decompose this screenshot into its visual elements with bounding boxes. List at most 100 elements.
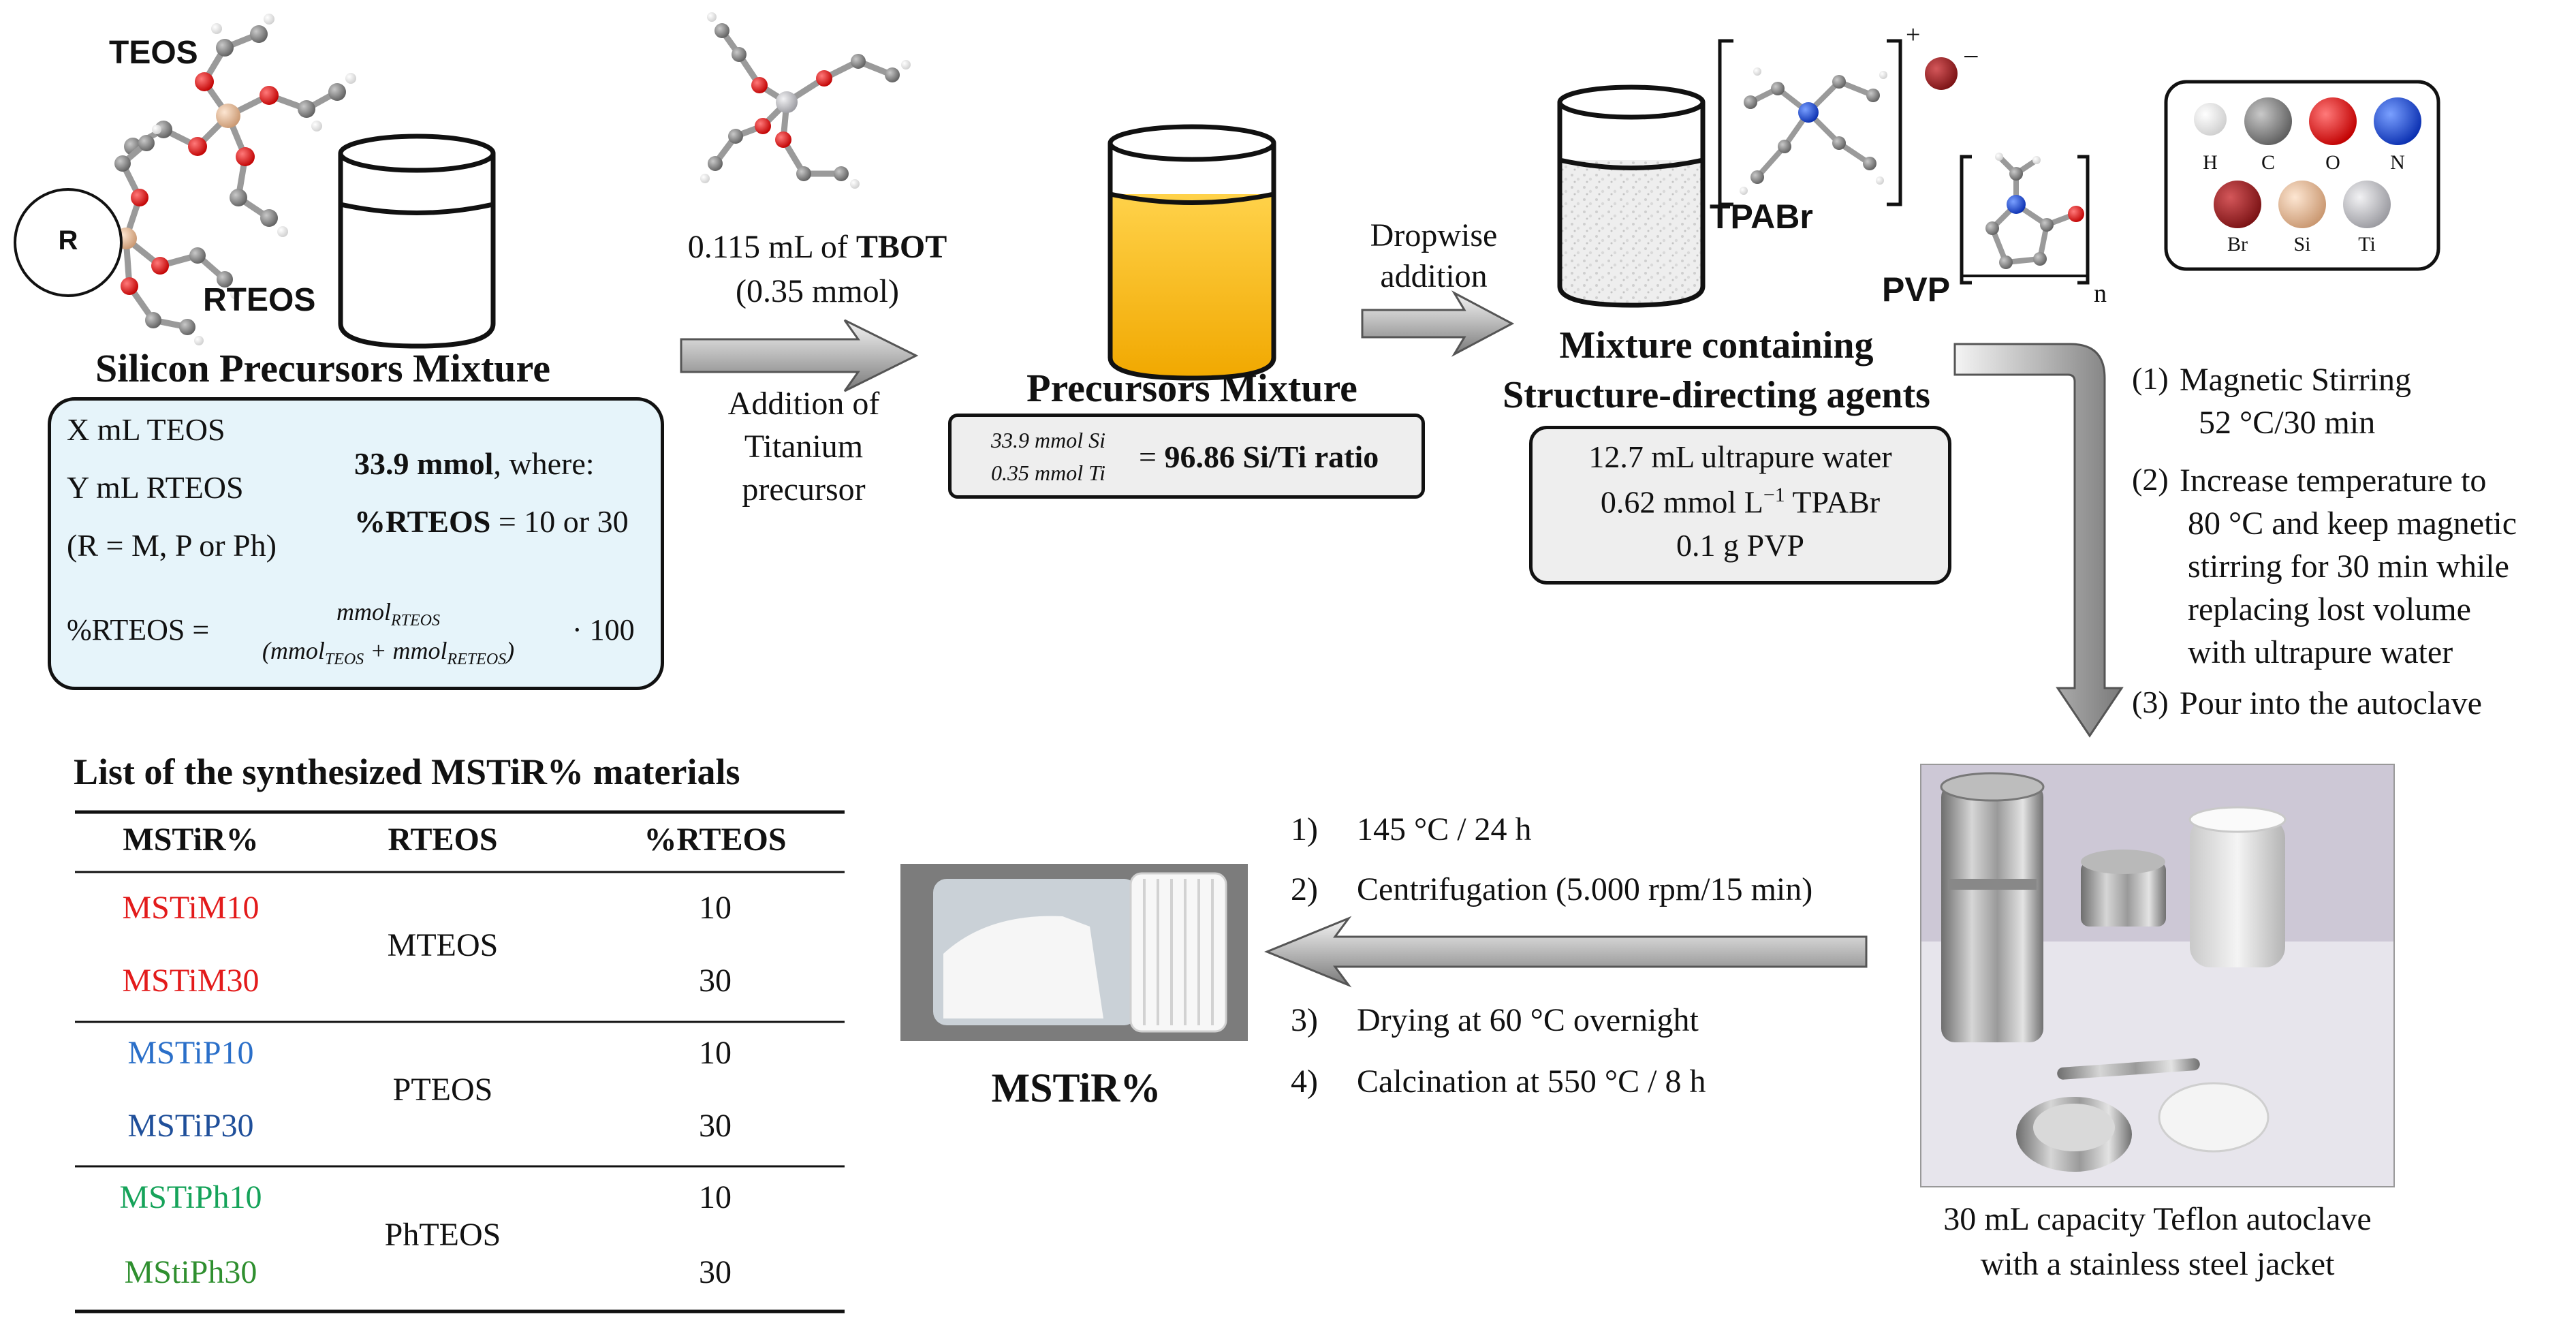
pvp-molecule-icon <box>1960 153 2090 285</box>
anion-charge: − <box>1963 42 1979 73</box>
si-ti-ratio: = 96.86 Si/Ti ratio <box>1139 439 1379 474</box>
rteos-percent: %RTEOS = 10 or 30 <box>354 504 629 539</box>
cation-charge: + <box>1906 20 1921 49</box>
step-1-number: (1) <box>2132 361 2169 396</box>
autoclave-caption-line1: 30 mL capacity Teflon autoclave <box>1943 1201 2372 1237</box>
arrow1-label-line2: Titanium <box>744 429 864 465</box>
step-1-line1: Magnetic Stirring <box>2180 362 2411 398</box>
table-row-percent: 10 <box>699 890 732 926</box>
precursors-mixture-title: Precursors Mixture <box>1026 366 1357 410</box>
water-volume: 12.7 mL ultrapure water <box>1588 439 1892 474</box>
r-definition: (R = M, P or Ph) <box>67 528 277 563</box>
r-group-label: R <box>58 225 78 255</box>
teos-label: TEOS <box>109 35 198 71</box>
table-row-name: MSTiP10 <box>127 1035 254 1071</box>
table-row-rteos: MTEOS <box>387 927 499 963</box>
silicon-precursors-title: Silicon Precursors Mixture <box>95 346 550 390</box>
arrow-to-autoclave <box>1953 343 2124 738</box>
legend-si: Si <box>2293 233 2311 255</box>
step-2-line2: 80 °C and keep magnetic <box>2188 505 2517 542</box>
legend-br: Br <box>2227 233 2248 255</box>
ratio-numerator: 33.9 mmol Si <box>991 428 1105 452</box>
table-row-name: MSTiPh10 <box>119 1179 262 1215</box>
table-row-percent: 30 <box>699 1108 732 1144</box>
formula-denominator: (mmolTEOS + mmolRETEOS) <box>262 637 515 669</box>
empty-beaker-icon <box>338 134 496 349</box>
legend-o: O <box>2325 151 2340 174</box>
ratio-box <box>948 414 1425 499</box>
table-row-percent: 30 <box>699 963 732 999</box>
table-row-name: MSTiP30 <box>127 1108 254 1144</box>
pvp-mass: 0.1 g PVP <box>1676 528 1804 563</box>
ratio-denominator: 0.35 mmol Ti <box>990 461 1106 485</box>
table-row-percent: 10 <box>699 1179 732 1215</box>
step-2-line4: replacing lost volume <box>2188 591 2471 627</box>
table-row-rteos: PhTEOS <box>384 1217 501 1253</box>
table-rules <box>75 810 845 1313</box>
tpabr-concentration: 0.62 mmol L−1 TPABr <box>1600 484 1881 520</box>
x-ml-teos: X mL TEOS <box>67 412 225 447</box>
legend-h: H <box>2203 151 2218 174</box>
bromide-ion-icon <box>1925 57 1958 90</box>
treatment-4-text: Calcination at 550 °C / 8 h <box>1357 1063 1706 1100</box>
arrow1-label-line1: Addition of <box>727 386 880 422</box>
tbot-mmol: (0.35 mmol) <box>736 273 899 309</box>
product-label: MSTiR% <box>991 1065 1161 1110</box>
legend-c: C <box>2261 151 2275 174</box>
total-mmol: 33.9 mmol, where: <box>354 446 595 481</box>
formula-lhs: %RTEOS = <box>67 613 210 647</box>
sda-composition-box <box>1529 426 1951 585</box>
treatment-2-number: 2) <box>1291 871 1318 907</box>
tpabr-molecule-icon <box>1718 39 1902 206</box>
treatment-3-number: 3) <box>1291 1002 1318 1038</box>
autoclave-caption-line2: with a stainless steel jacket <box>1980 1246 2335 1282</box>
table-header-name: MSTiR% <box>123 822 259 858</box>
table-row-name: MSTiM30 <box>122 963 260 999</box>
tbot-amount: 0.115 mL of TBOT <box>687 229 947 265</box>
table-row-name: MStiPh30 <box>124 1254 257 1290</box>
sda-mixture-title-line1: Mixture containing <box>1559 324 1874 367</box>
sda-mixture-title-line2: Structure-directing agents <box>1503 374 1930 416</box>
formula-numerator: mmolRTEOS <box>336 598 440 630</box>
pvp-n-subscript: n <box>2094 279 2107 308</box>
table-row-percent: 30 <box>699 1254 732 1290</box>
autoclave-photo <box>1920 764 2395 1187</box>
treatment-2-text: Centrifugation (5.000 rpm/15 min) <box>1357 871 1813 907</box>
table-header-percent: %RTEOS <box>644 822 787 858</box>
dropwise-line1: Dropwise <box>1370 217 1498 253</box>
treatment-4-number: 4) <box>1291 1063 1318 1100</box>
treatment-3-text: Drying at 60 °C overnight <box>1357 1002 1699 1038</box>
legend-ti: Ti <box>2358 233 2376 255</box>
formula-multiplier: · 100 <box>572 613 635 647</box>
white-beaker-icon <box>1557 84 1706 308</box>
pvp-label: PVP <box>1882 270 1951 309</box>
step-3-line1: Pour into the autoclave <box>2180 685 2482 721</box>
step-3-number: (3) <box>2132 685 2169 719</box>
table-header-rteos: RTEOS <box>388 822 498 858</box>
arrow1-label-line3: precursor <box>742 471 866 508</box>
arrow-add-titanium <box>680 319 919 392</box>
product-vial-photo <box>900 864 1248 1041</box>
step-2-line5: with ultrapure water <box>2188 634 2453 670</box>
legend-n: N <box>2390 151 2405 174</box>
step-1-line2: 52 °C/30 min <box>2199 405 2376 441</box>
step-2-number: (2) <box>2132 462 2169 497</box>
table-row-name: MSTiM10 <box>122 890 260 926</box>
arrow-dropwise <box>1361 290 1515 357</box>
tpabr-label: TPABr <box>1710 198 1813 236</box>
rteos-label: RTEOS <box>203 282 316 318</box>
step-2-line1: Increase temperature to <box>2180 463 2487 499</box>
table-title: List of the synthesized MSTiR% materials <box>74 751 740 792</box>
arrow-treatment <box>1264 916 1868 988</box>
treatment-1-text: 145 °C / 24 h <box>1357 811 1532 847</box>
step-2-line3: stirring for 30 min while <box>2188 548 2509 585</box>
r-group-circle <box>14 188 123 297</box>
silicon-precursors-box <box>48 397 664 690</box>
table-row-rteos: PTEOS <box>392 1072 493 1108</box>
dropwise-line2: addition <box>1380 258 1488 294</box>
yellow-beaker-icon <box>1108 124 1276 381</box>
y-ml-rteos: Y mL RTEOS <box>67 470 244 505</box>
atom-legend-spheres <box>2194 97 2421 228</box>
